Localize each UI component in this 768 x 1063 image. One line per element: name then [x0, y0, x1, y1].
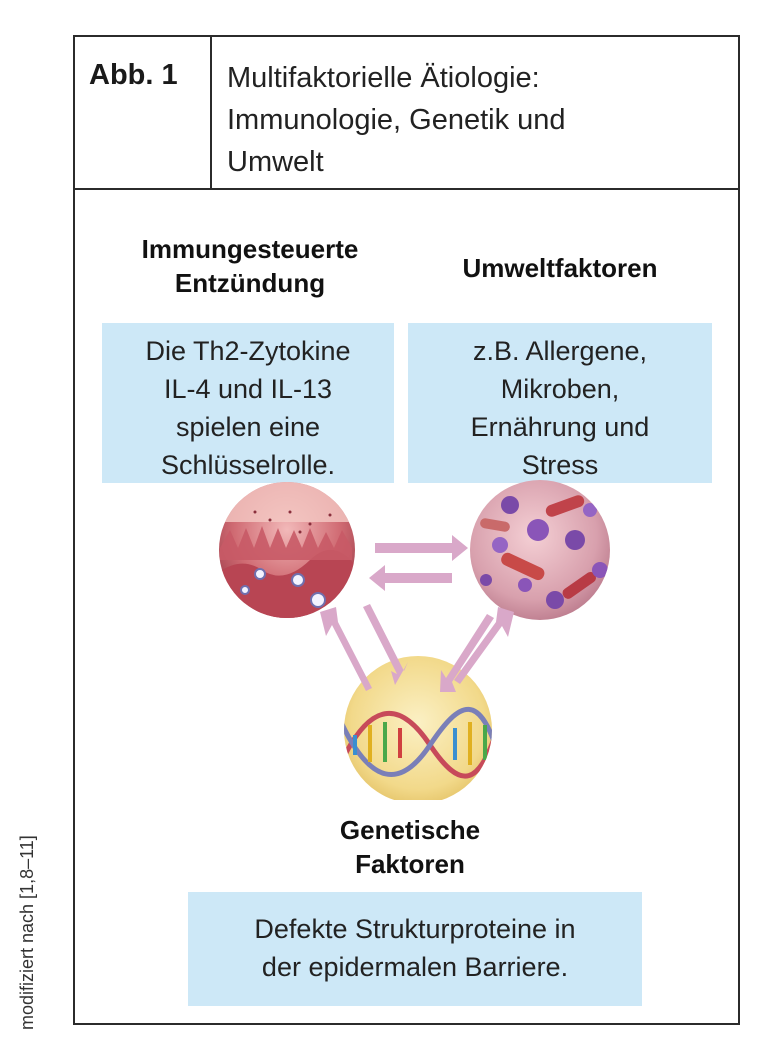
- skin-inflammation-illustration: [219, 482, 355, 618]
- microbes-illustration: [470, 480, 610, 620]
- figure-header: Abb. 1 Multifaktorielle Ätiologie: Immun…: [75, 37, 738, 190]
- immune-heading: Immungesteuerte Entzündung: [141, 234, 359, 298]
- genetic-heading: Genetische Faktoren: [339, 815, 481, 879]
- arrow-environment-genetic: [440, 607, 514, 692]
- dna-illustration: [340, 656, 500, 812]
- arrow-immune-environment: [369, 535, 468, 591]
- genetic-text-box: Defekte Strukturproteine in der epiderma…: [188, 892, 642, 1006]
- figure-title: Multifaktorielle Ätiologie: Immunologie,…: [227, 62, 566, 178]
- environment-text-box: z.B. Allergene, Mikroben, Ernährung und …: [408, 323, 712, 483]
- arrow-immune-genetic: [320, 604, 408, 691]
- figure-label: Abb. 1: [75, 37, 212, 188]
- environment-heading: Umweltfaktoren: [462, 253, 658, 283]
- figure-frame: Abb. 1 Multifaktorielle Ätiologie: Immun…: [73, 35, 740, 1025]
- immune-text-box: Die Th2-Zytokine IL-4 und IL-13 spielen …: [102, 323, 394, 483]
- source-credit: modifiziert nach [1,8–11]: [17, 835, 37, 1030]
